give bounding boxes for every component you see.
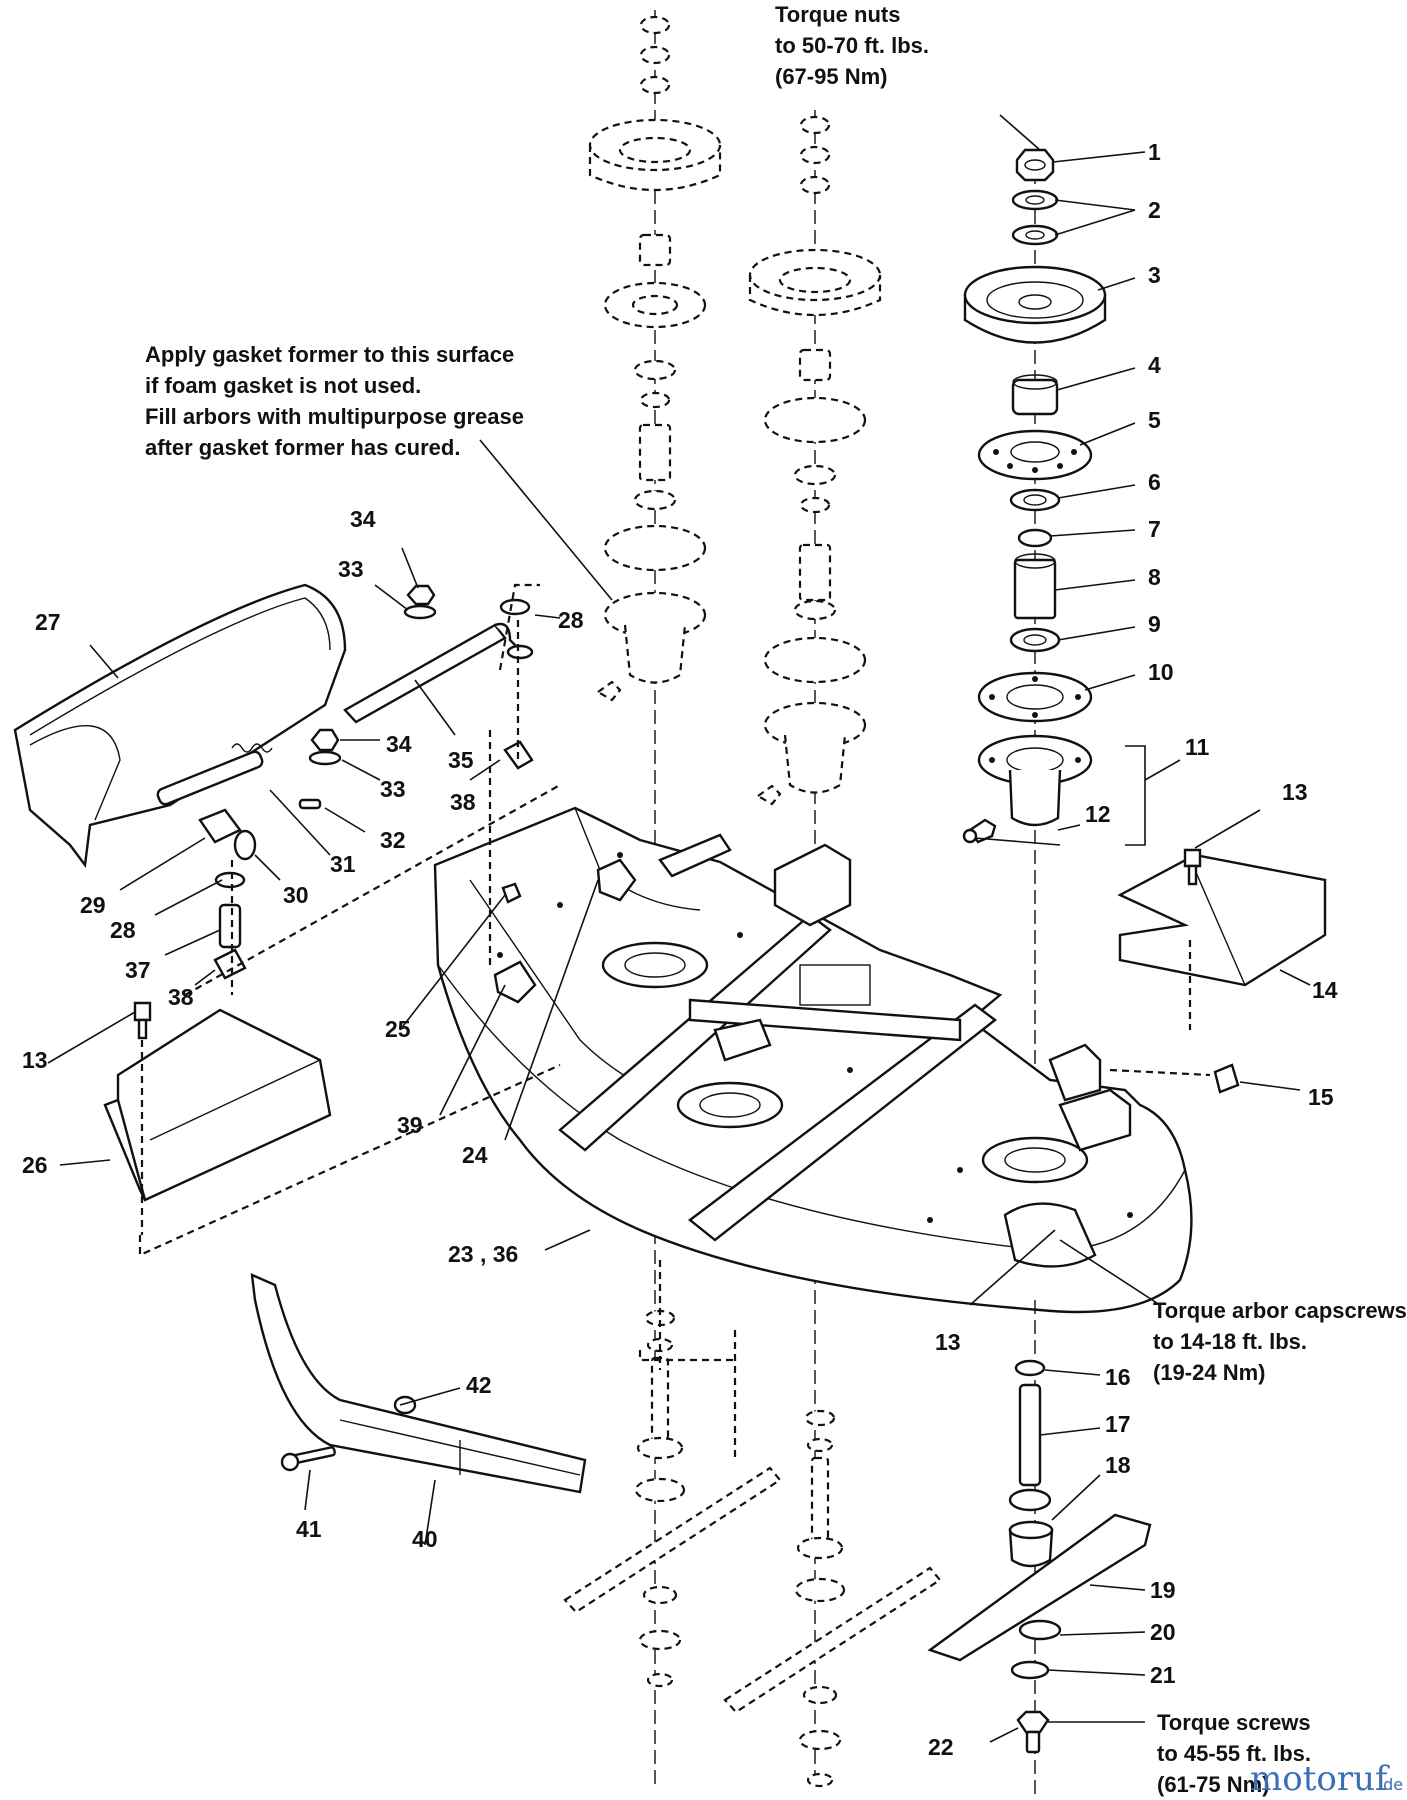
callout-9: 9 [1148, 611, 1161, 637]
callout-6: 6 [1148, 469, 1161, 495]
callout-33-upper: 33 [338, 556, 364, 582]
right-arbor-stack [962, 148, 1107, 1180]
assembly-guides [138, 583, 1211, 1460]
lower-spindle-stack [927, 1300, 1152, 1800]
watermark-suffix: .de [1378, 1775, 1403, 1794]
callout-25: 25 [385, 1016, 411, 1042]
callout-4: 4 [1148, 352, 1161, 378]
leader-lines [47, 114, 1311, 1743]
arbor-capscrews-line-1: Torque arbor capscrews [1153, 1298, 1407, 1323]
gasket-note: Apply gasket former to this surface if f… [145, 342, 524, 460]
callout-24: 24 [462, 1142, 488, 1168]
callout-11: 11 [1185, 734, 1210, 760]
callout-26: 26 [22, 1152, 48, 1178]
gasket-line-2: if foam gasket is not used. [145, 373, 421, 398]
callout-31: 31 [330, 851, 356, 877]
lower-dashed-spindles [563, 1309, 942, 1788]
callout-17: 17 [1105, 1411, 1131, 1437]
callout-13-left: 13 [22, 1047, 48, 1073]
callout-23-36: 23 , 36 [448, 1241, 518, 1267]
gasket-line-1: Apply gasket former to this surface [145, 342, 514, 367]
torque-nuts-note: Torque nuts to 50-70 ft. lbs. (67-95 Nm) [775, 2, 929, 89]
torque-nuts-line-1: Torque nuts [775, 2, 900, 27]
callout-22: 22 [928, 1734, 954, 1760]
callout-7: 7 [1148, 516, 1161, 542]
watermark: motoruf .de [1250, 1759, 1403, 1799]
callout-3: 3 [1148, 262, 1161, 288]
callout-32: 32 [380, 827, 406, 853]
baffle [250, 1273, 587, 1494]
callout-30: 30 [283, 882, 309, 908]
left-bracket-parts [198, 584, 534, 995]
center-arbor-stack-left [588, 10, 722, 1790]
callout-34-lower: 34 [386, 731, 412, 757]
torque-screws-line-2: to 45-55 ft. lbs. [1157, 1741, 1311, 1766]
callout-40: 40 [412, 1526, 438, 1552]
callout-41: 41 [296, 1516, 322, 1542]
arbor-capscrews-note: Torque arbor capscrews to 14-18 ft. lbs.… [1153, 1298, 1407, 1385]
callout-13-bottom: 13 [935, 1329, 961, 1355]
watermark-brand: motoruf [1250, 1759, 1390, 1799]
torque-nuts-line-3: (67-95 Nm) [775, 64, 887, 89]
cover-left [103, 1001, 332, 1235]
callout-21: 21 [1150, 1662, 1176, 1688]
callout-38-lower: 38 [168, 984, 194, 1010]
callout-27: 27 [35, 609, 61, 635]
callout-numbers: 1 2 3 4 5 6 7 8 9 10 11 12 13 14 15 16 1… [22, 139, 1338, 1760]
callout-39: 39 [397, 1112, 423, 1138]
callout-35: 35 [448, 747, 474, 773]
mower-deck [433, 806, 1193, 1314]
torque-nuts-line-2: to 50-70 ft. lbs. [775, 33, 929, 58]
arbor-capscrews-line-3: (19-24 Nm) [1153, 1360, 1265, 1385]
callout-12: 12 [1085, 801, 1111, 827]
callout-34-upper: 34 [350, 506, 376, 532]
callout-20: 20 [1150, 1619, 1176, 1645]
torque-screws-note: Torque screws to 45-55 ft. lbs. (61-75 N… [1157, 1710, 1311, 1797]
callout-2: 2 [1148, 197, 1161, 223]
discharge-chute [13, 583, 347, 869]
torque-screws-line-1: Torque screws [1157, 1710, 1311, 1735]
callout-16: 16 [1105, 1364, 1131, 1390]
gasket-line-3: Fill arbors with multipurpose grease [145, 404, 524, 429]
callout-8: 8 [1148, 564, 1161, 590]
callout-37: 37 [125, 957, 151, 983]
callout-18: 18 [1105, 1452, 1131, 1478]
callout-15: 15 [1308, 1084, 1334, 1110]
callout-5: 5 [1148, 407, 1161, 433]
callout-29: 29 [80, 892, 106, 918]
torque-screws-line-3: (61-75 Nm) [1157, 1772, 1269, 1797]
callout-28-lower: 28 [110, 917, 136, 943]
callout-13-right: 13 [1282, 779, 1308, 805]
callout-28-upper: 28 [558, 607, 584, 633]
callout-10: 10 [1148, 659, 1174, 685]
callout-14: 14 [1312, 977, 1338, 1003]
callout-38-upper: 38 [450, 789, 476, 815]
callout-1: 1 [1148, 139, 1161, 165]
cover-right [1117, 848, 1327, 1094]
arbor-capscrews-line-2: to 14-18 ft. lbs. [1153, 1329, 1307, 1354]
gasket-line-4: after gasket former has cured. [145, 435, 460, 460]
callout-33-lower: 33 [380, 776, 406, 802]
callout-19: 19 [1150, 1577, 1176, 1603]
callout-42: 42 [466, 1372, 492, 1398]
